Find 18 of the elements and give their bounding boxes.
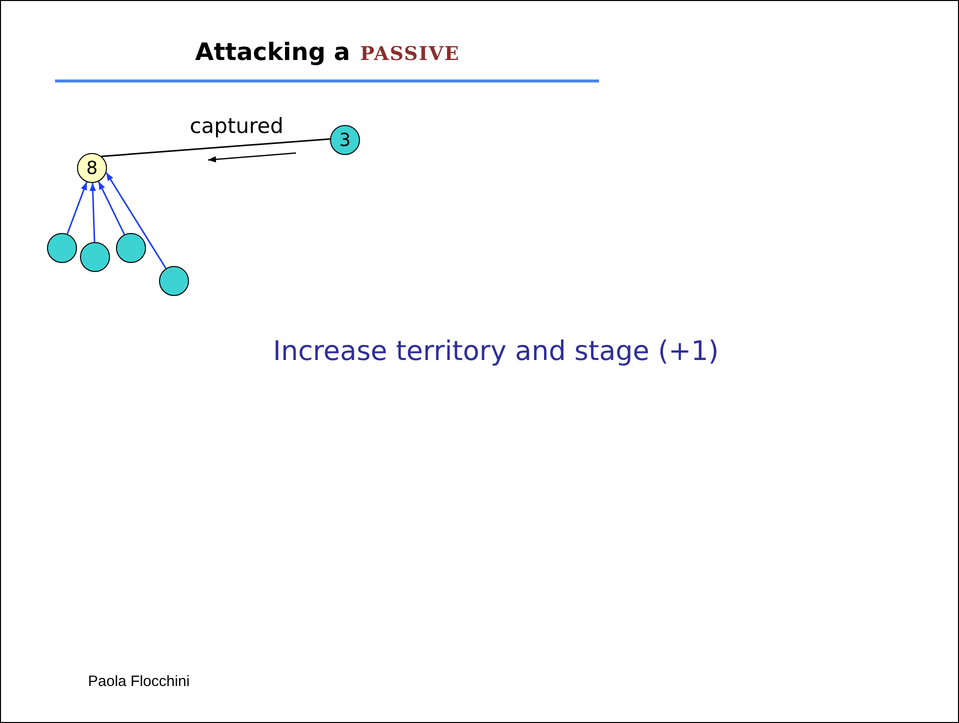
node-label: 8 (86, 158, 98, 178)
arrow (106, 172, 167, 269)
node-circle (80, 242, 110, 272)
numbered-node (77, 153, 107, 183)
node-label: 3 (339, 130, 351, 150)
numbered-node (330, 125, 360, 155)
arrow (66, 182, 88, 234)
arrow (98, 181, 126, 235)
arrow (90, 182, 96, 242)
node-circle (159, 266, 189, 296)
edge-label: captured (190, 114, 284, 138)
node-circle (47, 233, 77, 263)
title-keyword: PASSIVE (360, 43, 460, 65)
statement-text: Increase territory and stage (+1) (273, 336, 719, 367)
connector-line (101, 138, 330, 158)
node-circle (116, 233, 146, 263)
author-name: Paola Flocchini (88, 673, 190, 690)
slide-title: Attacking a (195, 38, 350, 66)
